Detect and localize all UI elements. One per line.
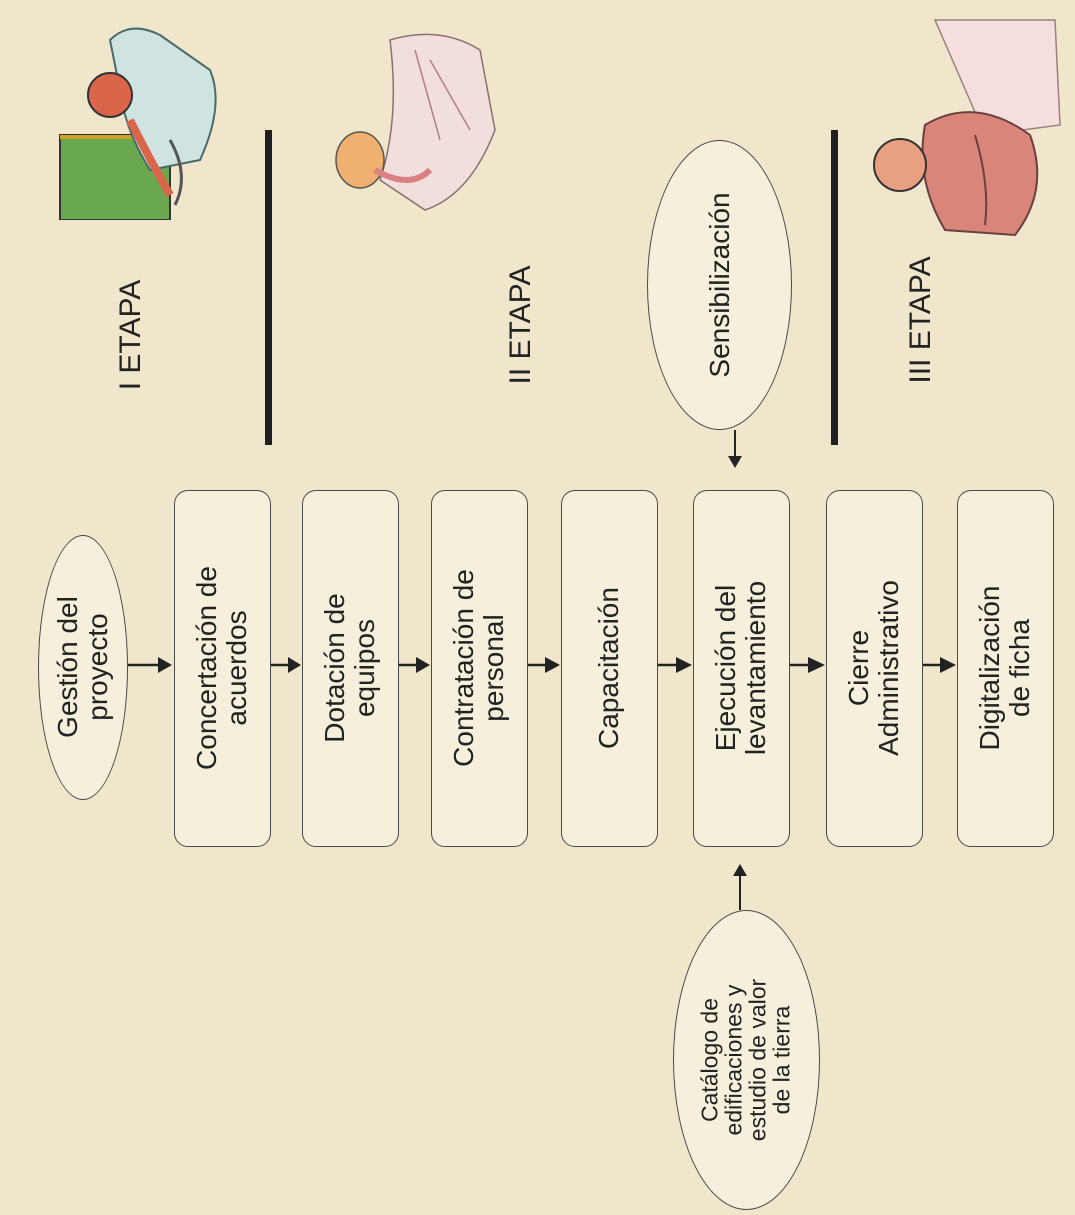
person-with-board-illustration [59, 27, 217, 220]
catalogo-label: Catálogo de edificaciones y estudio de v… [696, 978, 796, 1142]
step-box-2 [302, 490, 399, 847]
arrow-5 [658, 657, 692, 673]
person-with-papers-illustration [873, 19, 1061, 237]
stage-label-3: III ETAPA [903, 256, 937, 384]
person-reading-scroll-illustration [335, 33, 496, 211]
start-node [38, 535, 128, 800]
step-box-4 [561, 490, 658, 847]
stage-divider-1 [265, 130, 272, 445]
sensibilizacion-node [647, 140, 792, 430]
step-box-3 [431, 490, 528, 847]
arrow-3 [399, 657, 430, 673]
arrow-6 [790, 657, 825, 673]
step-box-1 [174, 490, 271, 847]
arrow-1 [128, 657, 172, 673]
sensibilizacion-label: Sensibilización [703, 192, 735, 378]
arrow-4 [528, 657, 560, 673]
stage-label-2: II ETAPA [503, 265, 537, 385]
step-box-7 [957, 490, 1054, 847]
catalogo-node [673, 910, 820, 1210]
flow-arrows [128, 657, 956, 673]
catalogo-arrow [733, 864, 747, 910]
step-box-6 [826, 490, 923, 847]
arrow-2 [271, 657, 301, 673]
sensibilizacion-arrow [728, 430, 742, 468]
arrow-7 [923, 657, 956, 673]
step-box-5 [693, 490, 790, 847]
stage-label-1: I ETAPA [113, 279, 147, 391]
stage-divider-2 [831, 130, 838, 445]
